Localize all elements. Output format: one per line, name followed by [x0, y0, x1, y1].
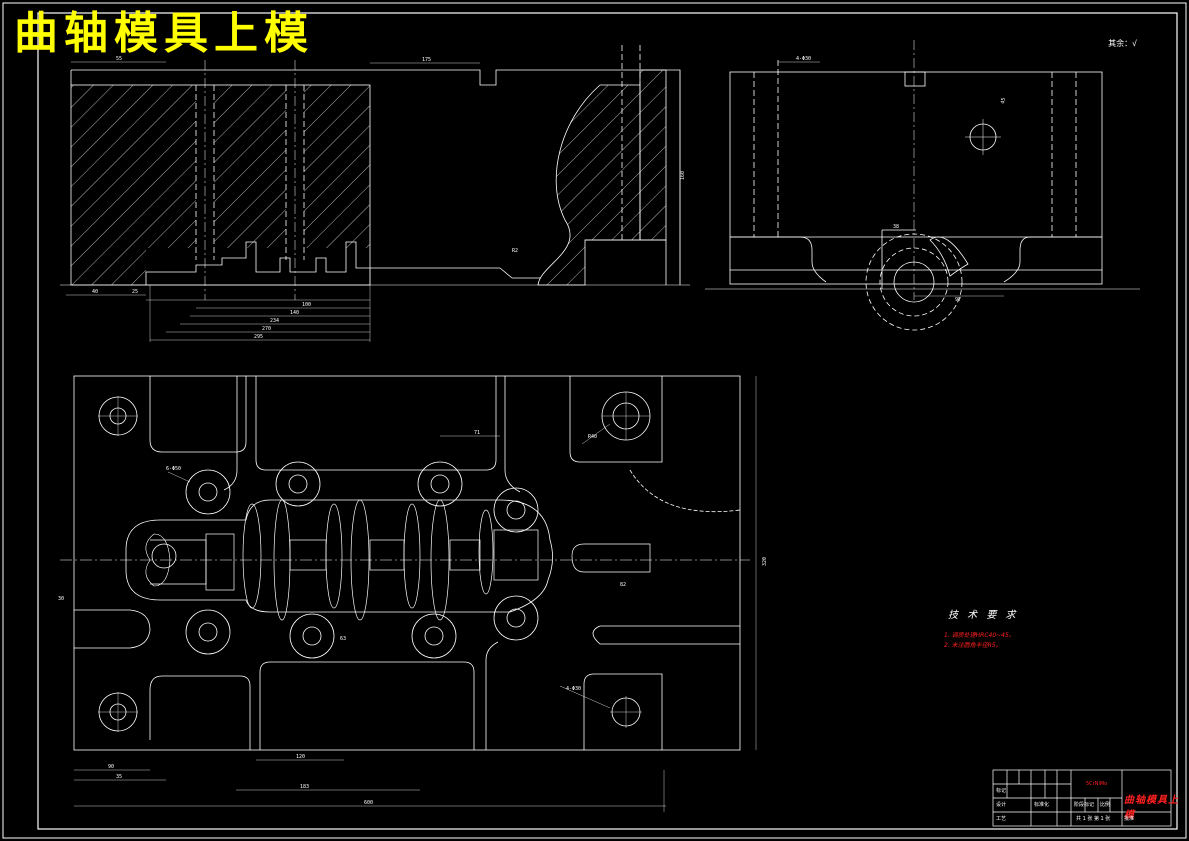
dim-97: 97 [955, 297, 961, 303]
dim-295: 295 [254, 334, 263, 340]
dim-r40: R40 [588, 434, 597, 440]
title-block-material: 5CrNiMo [1086, 781, 1108, 787]
dim-100: 100 [302, 302, 311, 308]
dim-320: 320 [762, 557, 768, 566]
dim-270: 270 [262, 326, 271, 332]
dim-90: 90 [108, 764, 114, 770]
side-view [705, 40, 1140, 331]
dim-55: 55 [116, 56, 122, 62]
title-block-cell-stage: 阶段标记 [1074, 802, 1095, 808]
dim-63: 63 [340, 636, 346, 642]
dim-160: 160 [680, 171, 686, 180]
dim-183: 183 [300, 784, 309, 790]
plan-view [60, 375, 750, 751]
dim-40: 40 [92, 289, 98, 295]
tech-requirement-2: 2. 未注圆角半径R5。 [944, 642, 1002, 649]
dim-6-phi50: 6-Φ50 [166, 466, 181, 472]
dim-140: 140 [290, 310, 299, 316]
dim-4-phi30b: 4-Φ30 [566, 686, 581, 692]
title-block-cell-standard: 标准化 [1034, 802, 1050, 808]
front-view-dim-text: 55 175 40 25 100 140 234 270 295 160 R2 [92, 56, 686, 340]
title-block-sheet: 共 1 张 第 1 张 [1076, 816, 1111, 822]
plan-view-dim-text: 600 90 35 183 120 320 71 6-Φ50 4-Φ30 R40… [58, 430, 768, 806]
dim-71: 71 [474, 430, 480, 436]
dim-r2: R2 [512, 248, 518, 254]
front-section-view [60, 45, 690, 300]
dim-234: 234 [270, 318, 279, 324]
bolt-holes [98, 391, 651, 732]
dim-30: 30 [58, 596, 64, 602]
tech-requirements-heading: 技 术 要 求 [948, 610, 1019, 621]
dim-175: 175 [422, 57, 431, 63]
dim-35: 35 [116, 774, 122, 780]
dim-25: 25 [132, 289, 138, 295]
surface-finish-note: 其余：√ [1108, 39, 1137, 48]
dim-600: 600 [364, 800, 373, 806]
title-block-cell-approve: 批准 [1124, 816, 1135, 822]
dim-4-phi30: 4-Φ30 [796, 56, 811, 62]
drawing-title: 曲轴模具上模 [14, 8, 314, 59]
dim-45: 45 [1000, 97, 1007, 104]
dim-38: 38 [893, 224, 899, 230]
technical-requirements: 技 术 要 求 1. 调质处理HRC40~45。 2. 未注圆角半径R5。 [944, 606, 1019, 651]
title-block-part-name: 曲轴模具上模 [1124, 795, 1179, 821]
dim-82: 82 [620, 582, 626, 588]
title-block [992, 769, 1172, 827]
title-block-cell-mark: 标记 [996, 788, 1007, 794]
front-view-dimensions [66, 61, 681, 342]
plan-view-dim-lines [74, 376, 757, 812]
title-block-cell-scale: 比例 [1100, 802, 1111, 808]
title-block-cell-design: 设计 [996, 802, 1007, 808]
side-view-dim-text: 4-Φ30 45 38 97 [796, 56, 1007, 303]
dim-120: 120 [296, 754, 305, 760]
title-block-cell-process: 工艺 [996, 816, 1007, 822]
tech-requirement-1: 1. 调质处理HRC40~45。 [944, 632, 1015, 639]
